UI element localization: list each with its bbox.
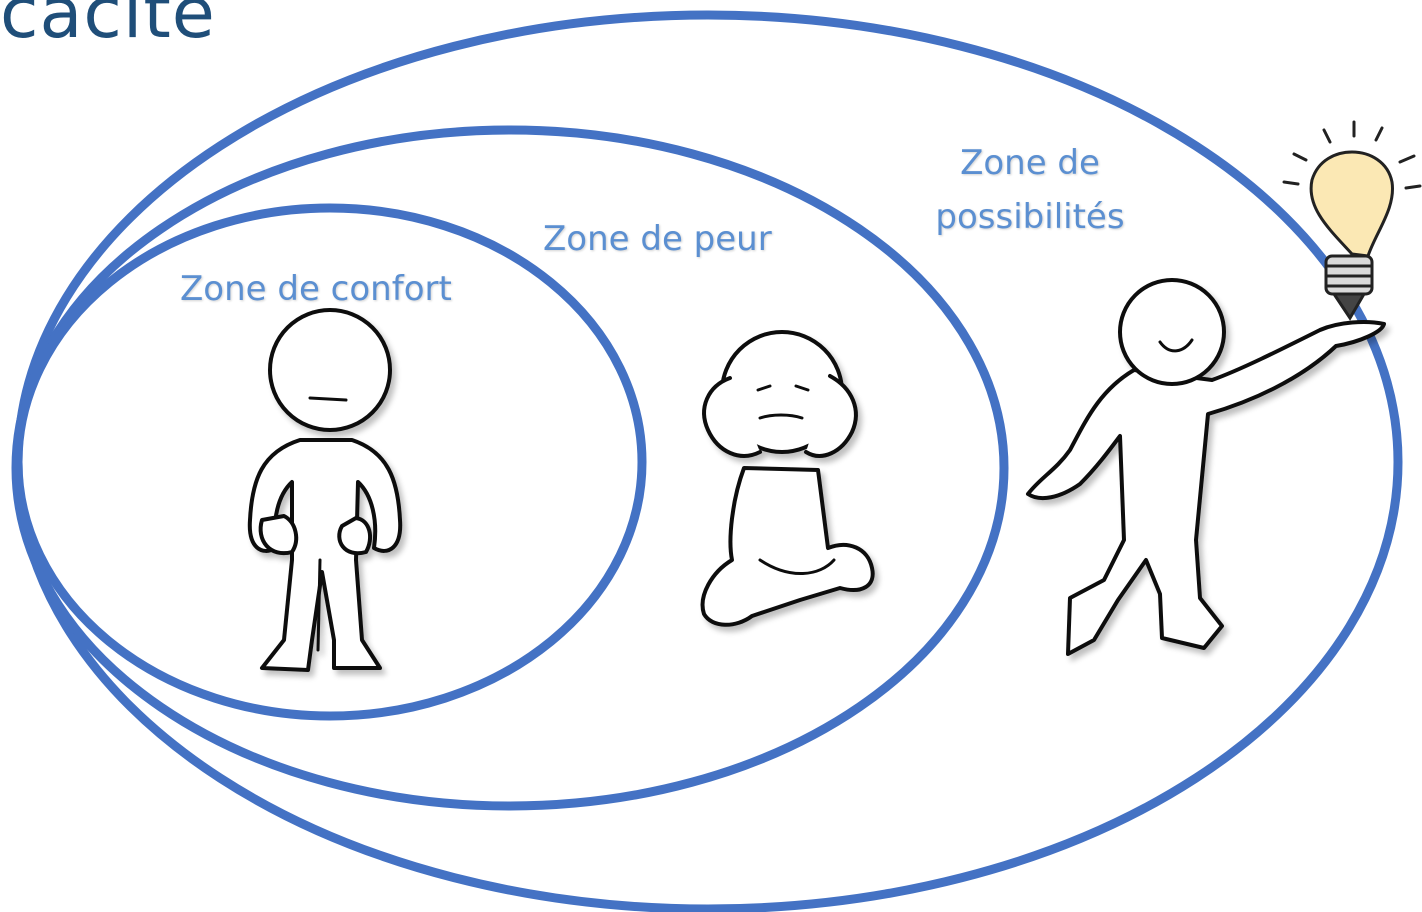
comfort-zone-ellipse — [13, 203, 647, 721]
fear-zone-label: Zone de peur — [543, 219, 772, 259]
walking-figure-icon — [1026, 278, 1386, 656]
possibility-zone-label: Zone de possibilités — [935, 143, 1125, 238]
fear-zone-ellipse — [11, 125, 1009, 811]
standing-figure-icon — [247, 308, 403, 672]
kneeling-figure-icon — [700, 330, 875, 627]
lightbulb-icon — [1282, 120, 1422, 321]
page-heading-fragment: cacité — [0, 0, 216, 54]
comfort-zone-label: Zone de confort — [180, 269, 452, 309]
